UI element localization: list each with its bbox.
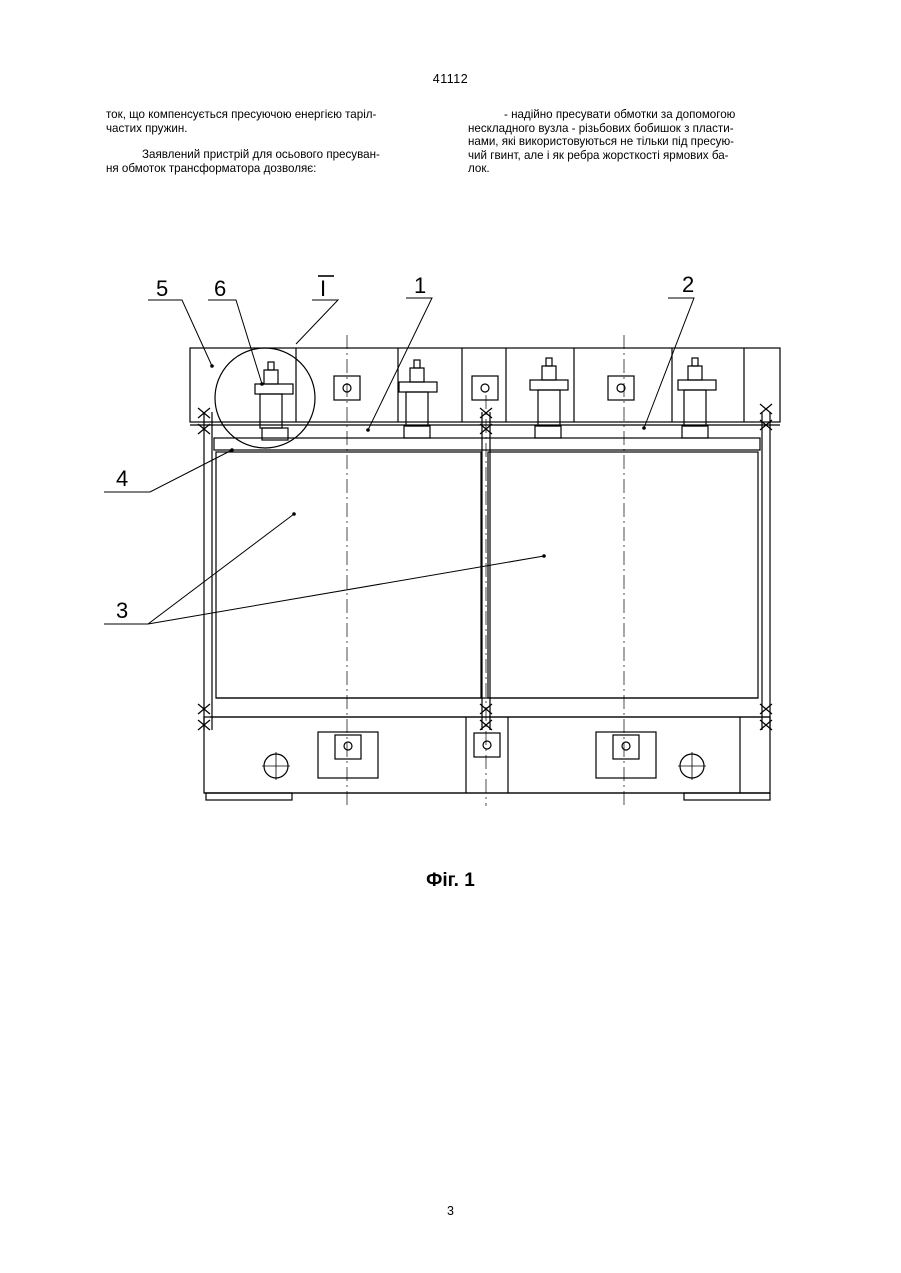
leader-I [296,300,338,344]
screw-assembly-2 [399,360,437,438]
label-1: 1 [414,273,426,298]
leader-3b [148,556,544,624]
label-5: 5 [156,276,168,301]
label-2: 2 [682,272,694,297]
page-number-bottom: 3 [0,1204,901,1218]
pressing-plate [214,438,760,450]
label-detail-I: I [320,276,326,301]
leader-3a [104,514,294,624]
bottom-yoke-beam [204,717,770,793]
leader-6 [208,300,262,384]
leader-2 [644,298,694,428]
label-3: 3 [116,598,128,623]
label-6: 6 [214,276,226,301]
screw-assembly-4 [678,358,716,438]
figure-caption: Фіг. 1 [0,870,901,892]
winding-left [216,452,481,698]
screw-assembly-3 [530,358,568,438]
screw-assembly-1 [255,362,293,440]
detail-circle [215,348,315,448]
leader-1 [368,298,432,430]
leader-5 [148,300,212,366]
winding-right [488,452,758,698]
label-4: 4 [116,466,128,491]
